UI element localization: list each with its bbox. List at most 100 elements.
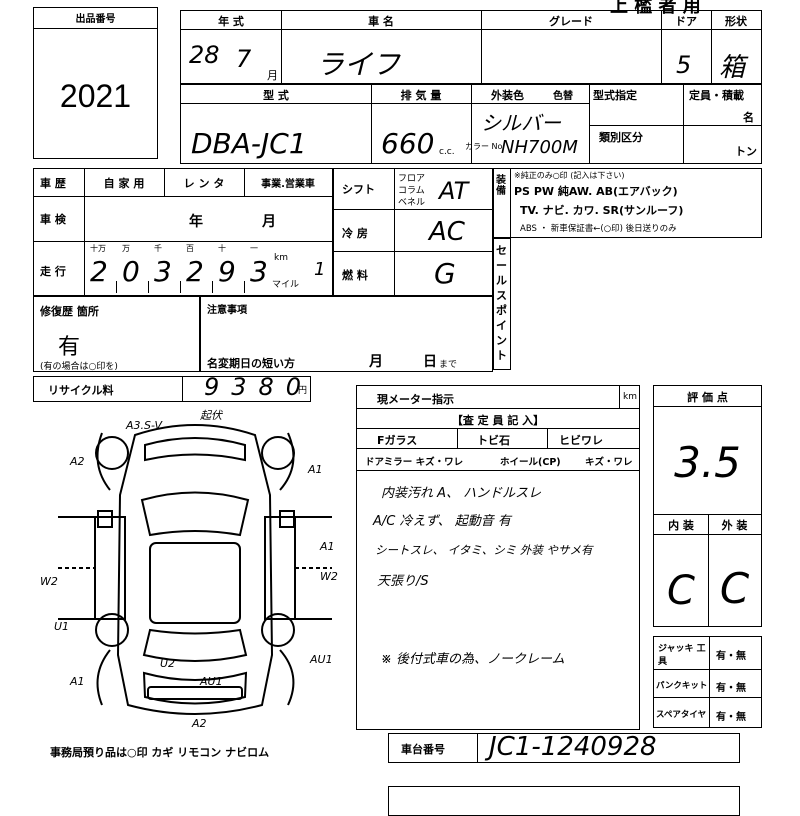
inspection-month: 月 (262, 214, 276, 230)
history-opt3: 事業.営業車 (261, 179, 315, 190)
recycle-box: リサイクル料 9380 円 (33, 373, 314, 402)
disp-value: 660 (381, 127, 435, 160)
chassis-value: JC1-1240928 (489, 732, 657, 762)
tools-panel: ジャッキ 工 具 パンクキット スペアタイヤ 有・無 有・無 有・無 (653, 636, 762, 728)
interior-grade: C (667, 568, 695, 614)
color-label: 外装色 (491, 89, 524, 102)
mileage-unit-km: km (274, 253, 288, 263)
tools-spare: スペアタイヤ (656, 710, 707, 720)
meter-label: 現メーター指示 (377, 393, 454, 406)
recycle-unit: 円 (298, 386, 308, 396)
exterior-label: 外 装 (721, 519, 748, 532)
month-unit: 月 (267, 69, 278, 82)
caution-box: 注意事項 名変期日の短い方 月 日 まで (200, 296, 493, 372)
equipment-label: 装備 (496, 175, 506, 197)
diagram-mark-10: U2 (160, 657, 175, 670)
history-opt2: レ ン タ (183, 177, 225, 190)
diagram-mark-9: A1 (69, 675, 85, 688)
odometer-digit: 2 (186, 255, 204, 288)
year-value: 28 (189, 41, 220, 69)
repair-box: 修復歴 箇所 有 (有の場合は○印を) (33, 296, 200, 372)
inspector-note4: 天張り/S (377, 574, 429, 589)
shift-opt3: ベネル (398, 198, 426, 208)
rename-label: 名変期日の短い方 (207, 357, 295, 370)
tools-opt2: 有・無 (716, 683, 746, 694)
repair-label: 修復歴 箇所 (40, 305, 99, 318)
history-label: 車 歴 (40, 177, 66, 190)
odometer-place-label: 一 (250, 244, 258, 253)
diagram-mark-12: AU1 (199, 675, 223, 688)
caution-label: 注意事項 (207, 305, 247, 316)
tools-opt1: 有・無 (716, 651, 746, 662)
mileage-marker: 1 (314, 259, 326, 280)
model-label: 型 式 (263, 89, 289, 102)
inspection-label: 車 検 (40, 213, 66, 226)
grade-label: グレード (549, 15, 593, 28)
title-partial: 上 檻 者 用 (610, 0, 701, 17)
doors-value: 5 (676, 51, 692, 79)
odometer-digit: 2 (90, 255, 108, 288)
shift-value: AT (439, 177, 469, 205)
doors-label: ドア (675, 15, 697, 28)
inspector-note5: ※ 後付式車の為、ノークレーム (381, 652, 565, 667)
car-damage-diagram: A3.S-V 起伏 A2 A1 A1 W2 U1 W2 A1 U2 AU1 AU… (40, 409, 338, 730)
odometer-place-label: 千 (154, 244, 162, 253)
shift-table: シフト フロア コラム ベネル AT 冷 房 AC 燃 料 G (333, 168, 493, 296)
color-no-label: 色替 (553, 91, 573, 102)
capacity-unit1: 名 (743, 111, 754, 124)
inspection-year: 年 (189, 214, 203, 230)
chassis-label: 車台番号 (401, 743, 445, 756)
history-opt1: 自 家 用 (103, 177, 145, 190)
inspector-note1: 内装汚れ A、 ハンドルスレ (381, 486, 542, 501)
odometer-digit: 9 (218, 255, 236, 288)
shift-opt1: フロア (398, 174, 426, 184)
mileage-label: 走 行 (40, 265, 66, 278)
lot-label: 出品番号 (75, 14, 116, 25)
shift-label: シフト (342, 183, 375, 196)
equipment-line1: PS PW 純AW. AB(エアバック) (514, 185, 678, 198)
ac-value: AC (429, 217, 465, 247)
color-value: シルバー (481, 111, 561, 135)
inspector-panel: 現メーター指示 km 【査 定 員 記 入】 Fガラス トビ石 ヒビワレ ドアミ… (356, 385, 640, 730)
diagram-mark-5: A1 (319, 540, 335, 553)
diagram-mark-13: A2 (191, 717, 207, 730)
diagram-mark-1: A3.S-V (125, 419, 164, 432)
class-label: 類別区分 (599, 131, 643, 144)
odometer-digit: 0 (122, 255, 140, 288)
odometer-place-label: 十万 (90, 244, 106, 253)
diagram-mark-4: A1 (307, 463, 323, 476)
lot-number: 2021 (59, 78, 132, 114)
capacity-unit2: トン (735, 145, 757, 158)
odometer-place-label: 十 (218, 244, 226, 253)
inspector-note2: A/C 冷えず、 起動音 有 (373, 514, 511, 529)
interior-label: 内 装 (668, 519, 694, 532)
score-panel: 評 価 点 3.5 内 装 外 装 C C (653, 385, 762, 627)
salespoint-box: セールスポイント (493, 238, 511, 370)
lot-box: 出品番号 2021 (33, 7, 158, 159)
repair-value: 有 (58, 335, 81, 360)
tools-jack: ジャッキ 工 具 (658, 644, 706, 667)
equipment-box: 装備 ※純正のみ○印 (記入は下さい) PS PW 純AW. AB(エアバック)… (493, 168, 762, 238)
color-code: NH700M (501, 137, 578, 158)
caution-month: 月 (369, 354, 383, 370)
fuel-label: 燃 料 (342, 269, 368, 282)
equipment-line3: ABS ・ 新車保証書←(○印) 後日送りのみ (520, 224, 677, 234)
diagram-mark-8: W2 (320, 570, 338, 583)
spec-table: 型 式 排 気 量 外装色 色替 型式指定 類別区分 定員・積載 名 トン DB… (180, 84, 762, 164)
color-code-label: カラー No. (465, 142, 505, 151)
odometer-digit: 3 (154, 255, 172, 288)
caution-day: 日 (423, 354, 437, 370)
diagram-mark-2: 起伏 (200, 409, 223, 422)
mirror-label: ドアミラー キズ・ワレ (365, 457, 464, 468)
odometer-place-label: 百 (186, 244, 194, 253)
chip-label: トビ石 (477, 434, 510, 447)
equipment-line2: TV. ナビ. カワ. SR(サンルーフ) (520, 204, 684, 217)
recycle-value: 9380 (204, 373, 314, 401)
shape-label: 形状 (725, 15, 747, 28)
recycle-label: リサイクル料 (48, 384, 114, 397)
header-table: 年 式 車 名 グレード ドア 形状 28 7 月 ライフ 5 箱 (180, 10, 762, 84)
tools-puncture: パンクキット (656, 681, 708, 691)
capacity-label: 定員・積載 (689, 89, 744, 102)
crack-label: ヒビワレ (559, 434, 603, 447)
shift-opt2: コラム (398, 186, 425, 196)
